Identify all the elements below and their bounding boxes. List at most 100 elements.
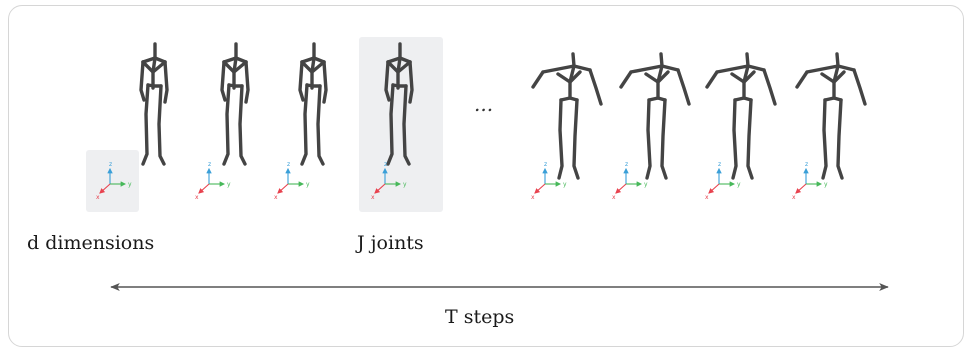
skeleton-bone (146, 83, 163, 88)
x-axis-letter: x (792, 194, 796, 201)
x-axis (795, 183, 807, 194)
skeleton-figure (795, 52, 867, 180)
skeleton-figure (298, 42, 328, 166)
skeleton-bone (733, 96, 753, 102)
skeleton-bone (730, 70, 756, 84)
x-axis (374, 183, 386, 194)
z-axis-letter: z (718, 161, 721, 168)
skeleton-bone (139, 60, 146, 102)
skeleton-bone (745, 52, 750, 68)
z-axis-letter: z (544, 161, 547, 168)
skeleton-bone (402, 84, 411, 166)
skeleton-bone (823, 96, 843, 102)
skeleton-figure (384, 42, 414, 166)
skeleton-bone (572, 98, 580, 180)
skeleton-bone (163, 60, 169, 104)
skeleton-figure (139, 42, 169, 166)
skeleton-bone (746, 98, 754, 180)
skeleton-bone (762, 68, 777, 106)
skeleton-bone (835, 52, 840, 68)
skeleton-bone (391, 83, 408, 88)
z-axis-letter: z (208, 161, 211, 168)
x-axis-letter: x (274, 194, 278, 201)
skeleton-bone (157, 84, 166, 166)
x-axis-letter: x (195, 194, 199, 201)
axes-highlight-box (86, 150, 139, 212)
skeleton-bone (659, 52, 664, 68)
skeleton-bone (238, 84, 247, 166)
axis-triad: z y x (531, 161, 567, 201)
axis-triad: z y x (195, 161, 231, 201)
x-axis-letter: x (371, 194, 375, 201)
skeleton-bone (322, 60, 328, 104)
skeleton-bone (660, 98, 668, 180)
skeleton-bone (795, 70, 809, 89)
skeleton-bone (731, 98, 738, 180)
skeleton-bone (619, 70, 633, 89)
axis-triad: z y x (274, 161, 310, 201)
skeleton-bone (384, 60, 391, 102)
x-axis (277, 183, 289, 194)
x-axis (99, 183, 111, 194)
skeleton-bone (805, 64, 856, 74)
skeleton-bone (571, 52, 576, 68)
joint-highlight-box (359, 37, 443, 212)
skeleton-bone (852, 68, 867, 106)
skeleton-bone (222, 83, 231, 166)
axis-triad: z y x (612, 161, 648, 201)
skeleton-bone (305, 83, 322, 88)
axis-triad: z y x (792, 161, 828, 201)
skeleton-bone (588, 68, 603, 106)
skeleton-bone (645, 98, 652, 180)
axis-triad: zyx (705, 161, 741, 201)
skeleton-bone (386, 83, 395, 166)
skeleton-bone (298, 60, 305, 102)
x-axis (708, 183, 720, 194)
ellipsis: ... (474, 92, 494, 116)
y-axis-letter: y (824, 181, 828, 188)
skeleton-bone (300, 60, 326, 74)
skeleton-figure (220, 42, 250, 166)
y-axis-letter: y (403, 181, 407, 188)
skeleton-bone (227, 83, 244, 88)
skeleton-bone (559, 96, 579, 102)
skeleton-bone (386, 60, 412, 74)
axis-triad: zyx (96, 161, 132, 201)
y-axis-letter: y (644, 181, 648, 188)
skeleton-bone (141, 83, 150, 166)
y-axis-letter: y (306, 181, 310, 188)
z-axis-letter: z (805, 161, 808, 168)
skeleton-figure (619, 52, 691, 180)
skeleton-bone (531, 70, 545, 89)
skeleton-bone (316, 84, 325, 166)
axis-triad: z y x (371, 161, 407, 201)
skeleton-bone (220, 60, 227, 102)
skeleton-figure (531, 52, 603, 180)
skeleton-bone (676, 68, 691, 106)
x-axis-letter: x (531, 194, 535, 201)
x-axis (534, 183, 546, 194)
x-axis-letter: x (612, 194, 616, 201)
skeleton-bone (644, 70, 670, 84)
z-axis-letter: z (625, 161, 628, 168)
skeleton-bone (836, 98, 844, 180)
skeleton-bone (557, 98, 564, 180)
z-axis-letter: z (287, 161, 290, 168)
t-steps-label: T steps (445, 306, 515, 328)
y-axis-letter: y (227, 181, 231, 188)
z-axis-letter: z (384, 161, 387, 168)
skeleton-bone (408, 60, 414, 104)
skeleton-figure (705, 52, 777, 180)
j-joints-label: J joints (357, 232, 424, 254)
skeleton-bone (705, 70, 719, 89)
skeleton-bone (556, 70, 582, 84)
y-axis-letter: y (563, 181, 567, 188)
skeleton-bone (821, 98, 828, 180)
skeleton-bone (820, 70, 846, 84)
y-axis-letter: y (737, 181, 741, 188)
skeleton-bone (541, 64, 592, 74)
skeleton-bone (222, 60, 248, 74)
x-axis (198, 183, 210, 194)
x-axis-letter: x (96, 194, 100, 201)
